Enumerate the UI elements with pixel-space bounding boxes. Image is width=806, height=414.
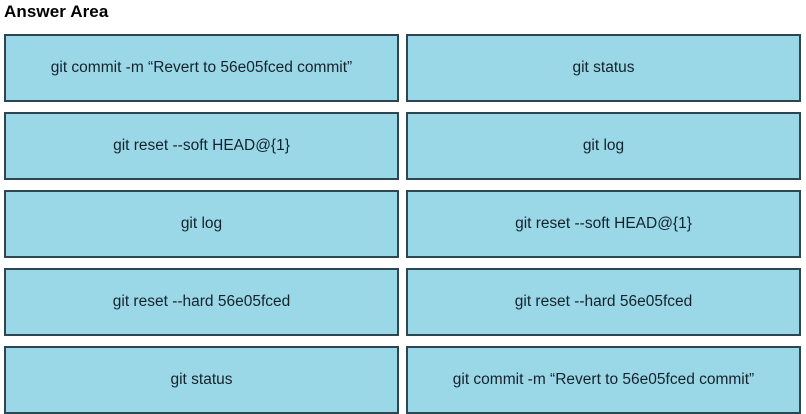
option-tile[interactable]: git reset --soft HEAD@{1}	[4, 112, 399, 180]
page-title: Answer Area	[4, 2, 109, 21]
option-tile[interactable]: git status	[406, 34, 801, 102]
option-label: git log	[582, 137, 625, 154]
option-label: git log	[180, 215, 223, 232]
option-tile[interactable]: git status	[4, 346, 399, 414]
option-label: git reset --soft HEAD@{1}	[113, 137, 290, 154]
option-tile[interactable]: git commit -m “Revert to 56e05fced commi…	[406, 346, 801, 414]
option-label: git commit -m “Revert to 56e05fced commi…	[50, 59, 353, 76]
option-label: git status	[170, 371, 233, 388]
option-tile[interactable]: git reset --soft HEAD@{1}	[406, 190, 801, 258]
options-grid: git commit -m “Revert to 56e05fced commi…	[4, 34, 801, 414]
option-label: git commit -m “Revert to 56e05fced commi…	[452, 371, 755, 388]
option-tile[interactable]: git commit -m “Revert to 56e05fced commi…	[4, 34, 399, 102]
option-label: git reset --hard 56e05fced	[112, 293, 291, 310]
option-tile[interactable]: git reset --hard 56e05fced	[4, 268, 399, 336]
option-tile[interactable]: git reset --hard 56e05fced	[406, 268, 801, 336]
option-label: git reset --soft HEAD@{1}	[515, 215, 692, 232]
option-tile[interactable]: git log	[406, 112, 801, 180]
left-column: git commit -m “Revert to 56e05fced commi…	[4, 34, 399, 414]
option-tile[interactable]: git log	[4, 190, 399, 258]
option-label: git status	[572, 59, 635, 76]
option-label: git reset --hard 56e05fced	[514, 293, 693, 310]
right-column: git status git log git reset --soft HEAD…	[406, 34, 801, 414]
